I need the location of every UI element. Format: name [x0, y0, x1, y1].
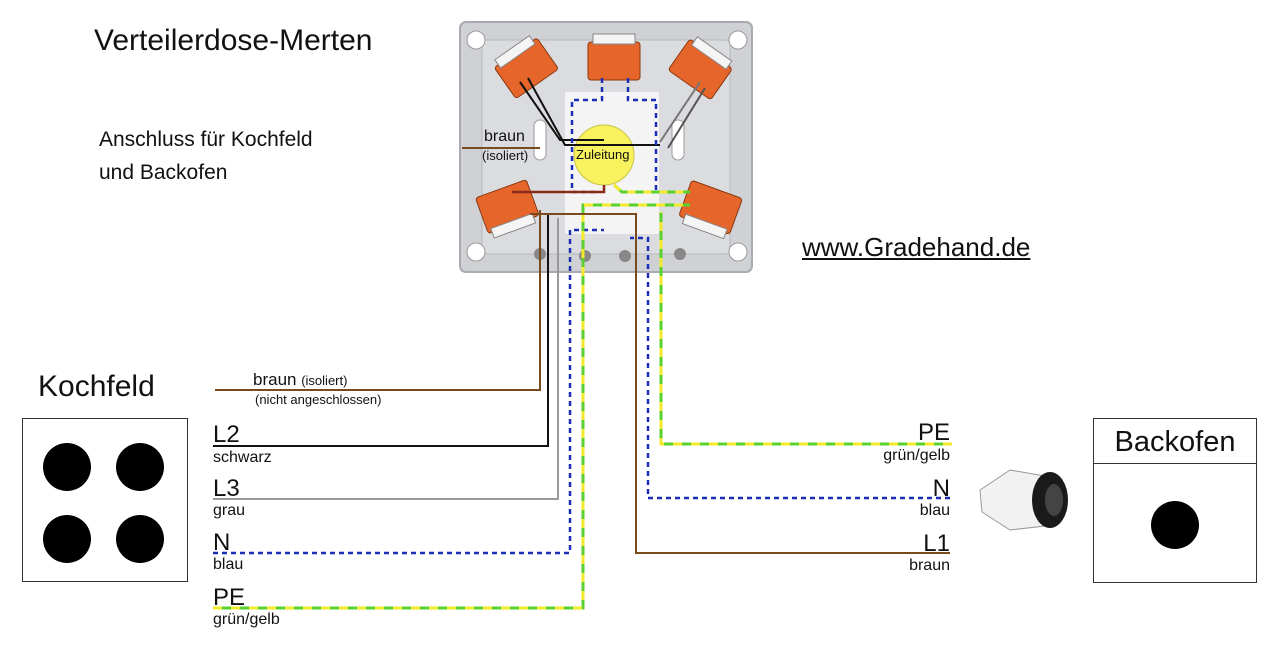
kochfeld-n-color: blau — [213, 556, 244, 573]
backofen-l1-color: braun — [909, 557, 950, 574]
wire-backofen-n — [630, 236, 950, 500]
backofen-l1-code: L1 — [923, 530, 950, 557]
backofen-n-code: N — [932, 475, 950, 502]
wire-kochfeld-l2 — [213, 214, 549, 447]
backofen-box: Backofen — [1093, 418, 1257, 583]
website-link[interactable]: www.Gradehand.de — [802, 232, 1031, 262]
terminal-bottom-right — [679, 180, 743, 240]
backofen-pe-color: grün/gelb — [883, 447, 950, 464]
subtitle-line-2: und Backofen — [99, 161, 228, 184]
box-braun-label: braun — [484, 128, 525, 145]
kochfeld-box — [22, 418, 188, 582]
terminal-top-right — [668, 36, 733, 100]
plug-connector-icon — [979, 469, 1068, 531]
backofen-pe-code: PE — [917, 419, 950, 446]
nicht-angeschlossen-label: (nicht angeschlossen) — [255, 392, 382, 407]
kochfeld-l3-code: L3 — [213, 475, 240, 502]
backofen-n-color: blau — [919, 502, 950, 519]
page-title: Verteilerdose-Merten — [94, 24, 373, 57]
kochfeld-pe-color: grün/gelb — [213, 611, 280, 628]
kochfeld-braun-isoliert: (isoliert) — [301, 373, 348, 388]
terminal-top-center — [587, 33, 641, 81]
kochfeld-l3-color: grau — [213, 502, 246, 519]
subtitle-line-1: Anschluss für Kochfeld — [99, 128, 313, 151]
cooktop-burner-icon — [43, 515, 91, 563]
kochfeld-pe-code: PE — [213, 584, 246, 611]
wire-kochfeld-n — [213, 228, 604, 555]
box-isoliert-label: (isoliert) — [482, 148, 529, 163]
cooktop-burner-icon — [116, 515, 164, 563]
kochfeld-l2-color: schwarz — [213, 449, 272, 466]
wire-kochfeld-braun — [215, 210, 541, 391]
kochfeld-braun-text: braun — [253, 370, 297, 389]
wire-kochfeld-l3 — [213, 218, 559, 500]
oven-indicator-icon — [1151, 501, 1199, 549]
zuleitung-label: Zuleitung — [576, 147, 630, 162]
kochfeld-l2-code: L2 — [213, 421, 240, 448]
terminal-bottom-left — [475, 179, 539, 239]
wire-backofen-l1 — [530, 213, 950, 554]
kochfeld-n-code: N — [213, 529, 231, 556]
backofen-title: Backofen — [1094, 419, 1256, 464]
kochfeld-braun-label: braun (isoliert) — [253, 370, 347, 390]
kochfeld-title: Kochfeld — [38, 370, 155, 403]
cooktop-burner-icon — [43, 443, 91, 491]
terminal-top-left — [494, 35, 558, 99]
cooktop-burner-icon — [116, 443, 164, 491]
